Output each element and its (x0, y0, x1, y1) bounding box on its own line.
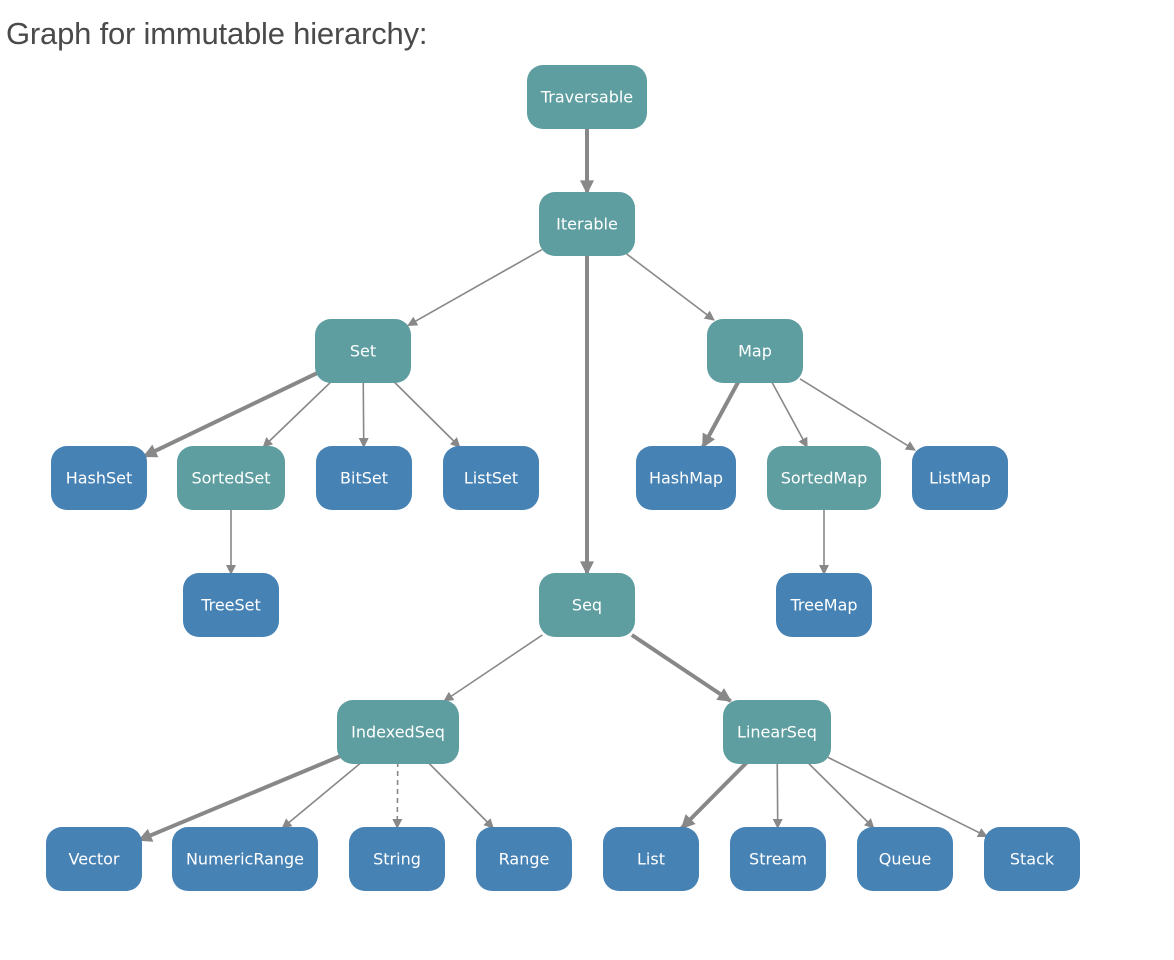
node-box-indexedseq (337, 700, 459, 764)
node-box-listset (443, 446, 539, 510)
node-box-sortedset (177, 446, 285, 510)
node-label-hashset: HashSet (66, 469, 133, 488)
edges-layer (137, 127, 988, 843)
node-map: Map (707, 319, 803, 383)
edge-linearseq-to-list (680, 760, 749, 830)
edge-map-to-listmap (799, 378, 916, 451)
edge-set-to-listset (392, 380, 461, 448)
node-box-bitset (316, 446, 412, 510)
node-box-sortedmap (767, 446, 881, 510)
edge-indexedseq-to-vector (137, 754, 341, 843)
node-hashmap: HashMap (636, 446, 736, 510)
node-box-list (603, 827, 699, 891)
node-range: Range (476, 827, 572, 891)
node-listmap: ListMap (912, 446, 1008, 510)
edge-set-to-bitset (358, 380, 369, 448)
node-label-listset: ListSet (464, 469, 518, 488)
node-label-treeset: TreeSet (200, 596, 261, 615)
node-label-linearseq: LinearSeq (737, 723, 817, 742)
node-label-iterable: Iterable (556, 215, 618, 234)
node-listset: ListSet (443, 446, 539, 510)
node-box-treemap (776, 573, 872, 637)
node-label-indexedseq: IndexedSeq (351, 723, 445, 742)
edge-indexedseq-to-numericrange (281, 761, 363, 829)
node-stack: Stack (984, 827, 1080, 891)
node-box-stream (730, 827, 826, 891)
node-set: Set (315, 319, 411, 383)
node-box-map (707, 319, 803, 383)
node-label-traversable: Traversable (540, 88, 633, 107)
node-queue: Queue (857, 827, 953, 891)
node-treemap: TreeMap (776, 573, 872, 637)
node-box-range (476, 827, 572, 891)
node-box-queue (857, 827, 953, 891)
node-label-listmap: ListMap (929, 469, 991, 488)
node-label-map: Map (738, 342, 772, 361)
node-box-stack (984, 827, 1080, 891)
node-box-set (315, 319, 411, 383)
node-box-iterable (539, 192, 635, 256)
node-label-list: List (637, 850, 665, 869)
node-vector: Vector (46, 827, 142, 891)
node-label-stack: Stack (1010, 850, 1055, 869)
node-label-set: Set (350, 342, 376, 361)
node-label-stream: Stream (749, 850, 807, 869)
node-box-numericrange (172, 827, 318, 891)
edge-indexedseq-to-range (427, 761, 494, 829)
edge-linearseq-to-stack (827, 756, 988, 838)
edge-map-to-sortedmap (770, 380, 808, 448)
node-label-queue: Queue (879, 850, 932, 869)
node-indexedseq: IndexedSeq (337, 700, 459, 764)
edge-set-to-hashset (142, 370, 319, 459)
node-string: String (349, 827, 445, 891)
edge-seq-to-indexedseq (443, 634, 543, 702)
node-label-bitset: BitSet (340, 469, 388, 488)
node-hashset: HashSet (51, 446, 147, 510)
node-treeset: TreeSet (183, 573, 279, 637)
edge-set-to-sortedset (262, 380, 333, 448)
node-stream: Stream (730, 827, 826, 891)
edge-iterable-to-set (407, 248, 543, 327)
node-box-linearseq (723, 700, 831, 764)
edge-map-to-hashmap (701, 380, 741, 449)
node-box-string (349, 827, 445, 891)
node-label-treemap: TreeMap (789, 596, 857, 615)
node-label-seq: Seq (572, 596, 602, 615)
edge-linearseq-to-queue (806, 761, 875, 829)
node-linearseq: LinearSeq (723, 700, 831, 764)
node-seq: Seq (539, 573, 635, 637)
node-box-hashset (51, 446, 147, 510)
node-numericrange: NumericRange (172, 827, 318, 891)
edge-seq-to-linearseq (630, 633, 732, 703)
node-label-numericrange: NumericRange (186, 850, 304, 869)
node-box-treeset (183, 573, 279, 637)
node-iterable: Iterable (539, 192, 635, 256)
node-box-listmap (912, 446, 1008, 510)
page-title: Graph for immutable hierarchy: (6, 16, 428, 51)
edge-linearseq-to-stream (772, 761, 783, 829)
node-box-seq (539, 573, 635, 637)
node-label-sortedset: SortedSet (191, 469, 270, 488)
node-label-hashmap: HashMap (649, 469, 723, 488)
node-label-string: String (373, 850, 421, 869)
node-box-traversable (527, 65, 647, 129)
edge-iterable-to-map (626, 253, 715, 321)
node-sortedset: SortedSet (177, 446, 285, 510)
node-box-hashmap (636, 446, 736, 510)
node-label-sortedmap: SortedMap (781, 469, 868, 488)
node-list: List (603, 827, 699, 891)
node-label-range: Range (499, 850, 550, 869)
node-bitset: BitSet (316, 446, 412, 510)
node-label-vector: Vector (69, 850, 120, 869)
node-box-vector (46, 827, 142, 891)
node-sortedmap: SortedMap (767, 446, 881, 510)
node-traversable: Traversable (527, 65, 647, 129)
edge-indexedseq-to-string (392, 761, 403, 829)
